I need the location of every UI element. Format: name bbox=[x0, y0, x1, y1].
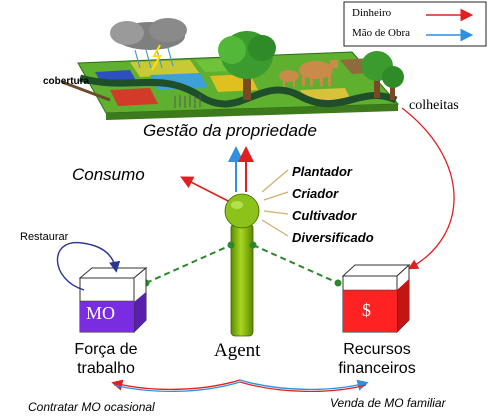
harvest-arrow bbox=[401, 107, 455, 270]
consumption-arrow bbox=[180, 176, 237, 206]
labor-box-text: MO bbox=[86, 303, 116, 323]
finance-cube bbox=[341, 263, 411, 334]
role-rays bbox=[261, 169, 289, 237]
cover-label: cobertura bbox=[43, 76, 90, 87]
agent-figure bbox=[224, 193, 260, 337]
sell-label: Venda de MO familiar bbox=[330, 396, 446, 410]
labor-title: Força de trabalho bbox=[58, 340, 154, 378]
restore-label: Restaurar bbox=[20, 231, 69, 243]
consumption-label: Consumo bbox=[72, 165, 145, 184]
labor-cube bbox=[78, 266, 148, 334]
harvest-label: colheitas bbox=[409, 98, 459, 113]
agent-labor-link bbox=[145, 244, 232, 284]
role-list: Plantador Criador Cultivador Diversifica… bbox=[292, 161, 374, 249]
role-planter: Plantador bbox=[292, 164, 352, 179]
legend-labor-label: Mão de Obra bbox=[352, 27, 411, 39]
finance-title-line2: financeiros bbox=[338, 360, 416, 377]
role-breeder: Criador bbox=[292, 186, 339, 201]
labor-title-line2: trabalho bbox=[77, 360, 135, 377]
hire-label: Contratar MO ocasional bbox=[28, 400, 155, 414]
role-cultivator: Cultivador bbox=[292, 208, 357, 223]
legend-money-label: Dinheiro bbox=[352, 7, 392, 19]
finance-title-line1: Recursos bbox=[343, 341, 411, 358]
agent-finance-link bbox=[252, 244, 339, 284]
legend-box bbox=[343, 1, 487, 47]
farm-landscape-illustration bbox=[61, 18, 404, 120]
sell-labor-arrow bbox=[239, 379, 369, 391]
hire-money-arrow bbox=[111, 379, 241, 391]
agent-label: Agent bbox=[214, 340, 261, 361]
finance-title: Recursos financeiros bbox=[322, 340, 432, 378]
labor-title-line1: Força de bbox=[74, 341, 138, 358]
property-title: Gestão da propriedade bbox=[143, 121, 317, 140]
restore-arrow bbox=[56, 242, 121, 291]
role-diversified: Diversificado bbox=[292, 230, 374, 245]
finance-box-text: $ bbox=[362, 300, 371, 320]
